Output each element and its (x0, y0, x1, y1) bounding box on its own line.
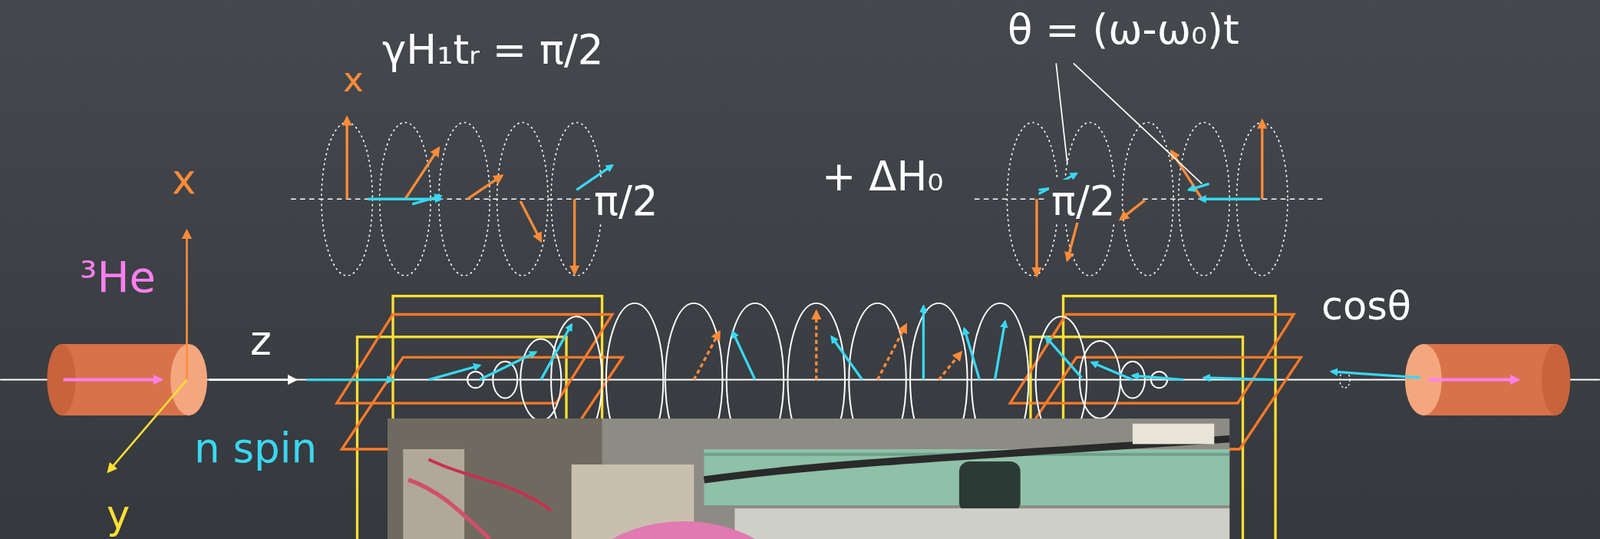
pulse-label: π/2 (591, 179, 661, 223)
axis-label: x (340, 61, 367, 98)
cell-label: ³He (77, 254, 159, 301)
pulse-label: π/2 (1049, 179, 1119, 223)
field-label: + ΔH₀ (819, 155, 947, 198)
formula: γH₁tᵣ = π/2 (379, 28, 607, 72)
axis-label: z (247, 319, 274, 363)
signal-label: cosθ (1319, 285, 1414, 327)
axis-label: x (169, 158, 198, 202)
axis-label: y (104, 494, 132, 536)
spin-label: n spin (191, 426, 320, 470)
formula: θ = (ω-ω₀)t (1005, 8, 1242, 52)
